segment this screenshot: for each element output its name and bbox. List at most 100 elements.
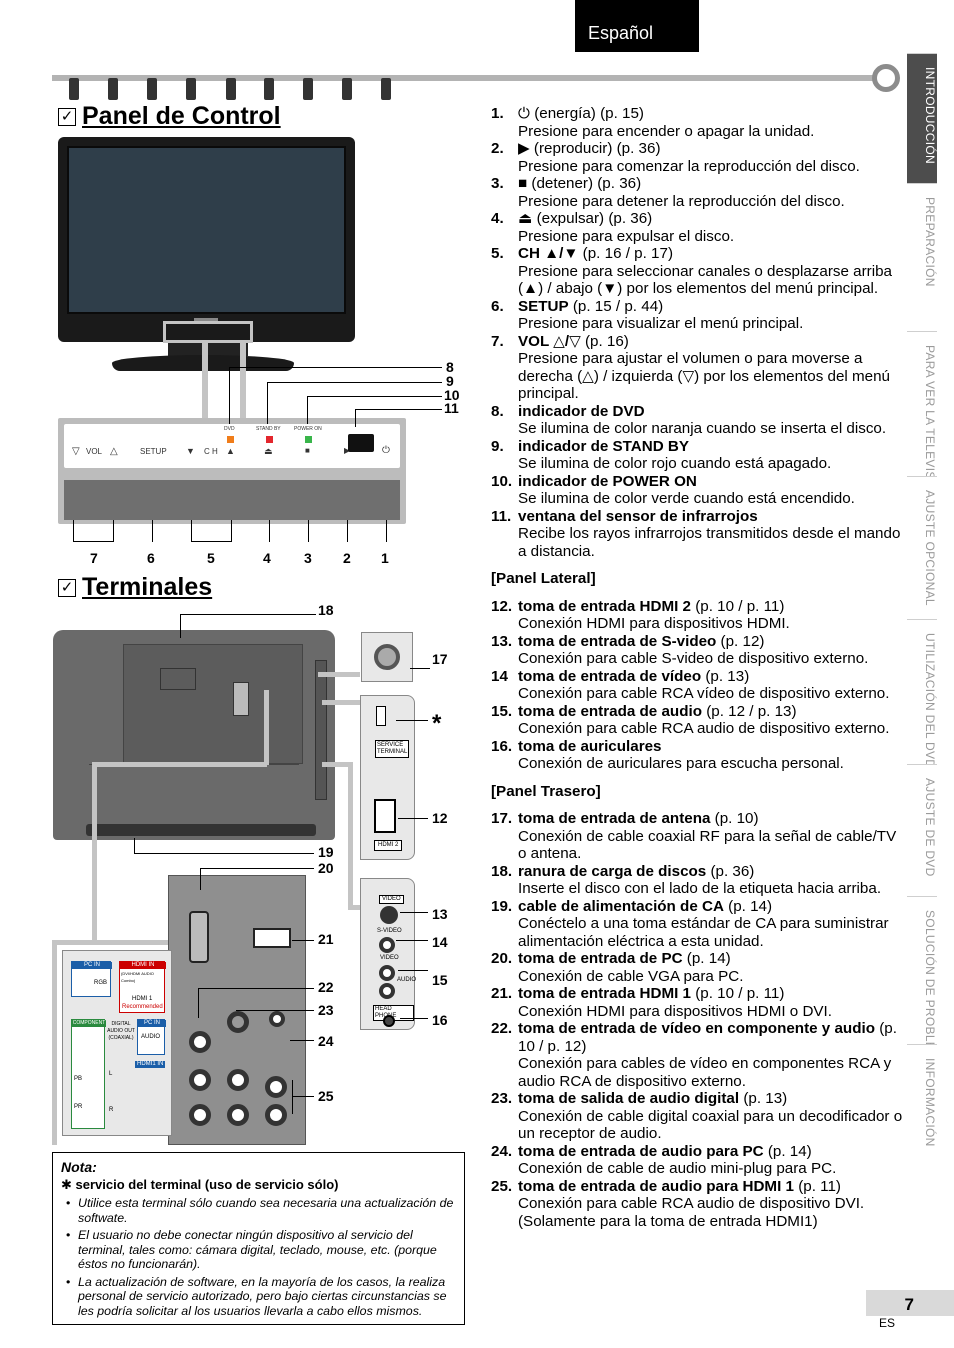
leader-line bbox=[347, 520, 348, 542]
audio-small-label: AUDIO bbox=[141, 1034, 161, 1040]
item-description: Conéctelo a una toma estándar de CA para… bbox=[518, 915, 889, 950]
leader-line bbox=[269, 520, 270, 542]
item-heading-text: SETUP bbox=[518, 297, 569, 315]
description-item: 7.VOL △/▽ (p. 16)Presione para ajustar e… bbox=[491, 333, 906, 403]
leader-line bbox=[231, 520, 232, 542]
callout-15: 15 bbox=[432, 972, 448, 988]
side-tab[interactable]: UTILIZACIÓN DEL DVD bbox=[907, 619, 937, 764]
leader-line bbox=[198, 988, 199, 1018]
leader-line bbox=[236, 1010, 314, 1011]
pb-label: PB bbox=[74, 1076, 83, 1082]
callout-20: 20 bbox=[318, 860, 334, 876]
item-heading: indicador de STAND BY bbox=[518, 438, 906, 456]
callout-14: 14 bbox=[432, 934, 448, 950]
item-page-ref: (p. 10 / p. 11) bbox=[691, 597, 785, 615]
item-heading: toma de entrada de audio (p. 12 / p. 13) bbox=[518, 703, 906, 721]
item-heading: toma de entrada HDMI 1 (p. 10 / p. 11) bbox=[518, 985, 906, 1003]
callout-service: * bbox=[432, 710, 442, 737]
note-list: Utilice esta terminal sólo cuando sea ne… bbox=[61, 1196, 456, 1318]
item-page-ref: (p. 15 / p. 44) bbox=[568, 297, 664, 315]
callout-13: 13 bbox=[432, 906, 448, 922]
leader-line bbox=[398, 818, 428, 819]
antenna-jack bbox=[374, 644, 400, 670]
item-number: 7. bbox=[491, 332, 504, 350]
side-tab[interactable]: INTRODUCCIÓN bbox=[907, 53, 937, 183]
callout-18: 18 bbox=[318, 602, 334, 618]
item-description: Conexión para cables de vídeo en compone… bbox=[518, 1055, 892, 1090]
rear-label-card: PC IN RGB HDMI IN (DVI/HDMI AUDIO Combo)… bbox=[62, 950, 172, 1136]
hdmi1-audio-l-jack bbox=[265, 1076, 287, 1098]
item-heading: toma de entrada de S-video (p. 12) bbox=[518, 633, 906, 651]
callout-1: 1 bbox=[381, 550, 389, 566]
description-item: 22. toma de entrada de vídeo en component… bbox=[491, 1020, 906, 1090]
item-page-ref: (p. 12) bbox=[716, 632, 765, 650]
digital-audio-out-jack bbox=[227, 1011, 249, 1033]
pc-in-label: PC IN bbox=[72, 962, 112, 969]
item-heading: ranura de carga de discos (p. 36) bbox=[518, 863, 906, 881]
item-description: Presione para detener la reproducción de… bbox=[518, 192, 845, 210]
description-item: 20.toma de entrada de PC (p. 14)Conexión… bbox=[491, 950, 906, 985]
item-description: Conexión de cable de audio mini-plug par… bbox=[518, 1160, 837, 1177]
item-page-ref: (p. 11) bbox=[793, 1177, 841, 1195]
item-description: Presione para encender o apagar la unida… bbox=[518, 122, 815, 140]
item-number: 6. bbox=[491, 297, 504, 315]
language-tab[interactable]: Español bbox=[575, 0, 699, 52]
item-heading: toma de entrada de vídeo en componente y… bbox=[518, 1020, 906, 1055]
side-tab[interactable]: PREPARACIÓN bbox=[907, 183, 937, 331]
tv-side-jacks bbox=[315, 660, 327, 800]
leader-line bbox=[322, 762, 352, 767]
component-label: COMPONENT bbox=[72, 1020, 106, 1027]
side-tab[interactable]: SOLUCIÓN DE PROBLEMAS bbox=[907, 896, 937, 1044]
leader-line bbox=[396, 940, 428, 941]
callout-10: 10 bbox=[444, 387, 460, 403]
hdmi-in-label: HDMI IN bbox=[120, 962, 166, 969]
leader-line bbox=[318, 672, 360, 677]
side-tab[interactable]: PARA VER LA TELEVISIÓN bbox=[907, 331, 937, 476]
hdmi1-in-label: HDMI1 IN bbox=[135, 1061, 166, 1068]
item-page-ref: (p. 10 / p. 12) bbox=[518, 1020, 897, 1055]
item-number: 4. bbox=[491, 210, 504, 227]
power-icon: ⏻ bbox=[382, 445, 390, 456]
item-number: 25. bbox=[491, 1177, 513, 1195]
callout-3: 3 bbox=[304, 550, 312, 566]
leader-line bbox=[290, 1040, 314, 1041]
item-heading-text: CH ▲/▼ bbox=[518, 245, 579, 262]
item-heading-text: toma de salida de audio digital bbox=[518, 1090, 740, 1107]
leader-line bbox=[229, 367, 442, 368]
item-number: 24. bbox=[491, 1142, 513, 1160]
leader-line bbox=[308, 520, 309, 542]
item-heading-text: toma de auriculares bbox=[518, 737, 662, 755]
side-tab[interactable]: AJUSTE DE DVD bbox=[907, 764, 937, 896]
ch-down-button bbox=[186, 78, 196, 100]
stand-by-label: STAND BY bbox=[256, 426, 281, 432]
item-page-ref: (p. 14) bbox=[723, 897, 773, 915]
power-button bbox=[381, 78, 391, 100]
item-heading-text: ventana del sensor de infrarrojos bbox=[518, 507, 758, 525]
leader-line bbox=[400, 1018, 428, 1019]
item-description: Conexión HDMI para dispositivos HDMI o D… bbox=[518, 1002, 832, 1020]
item-number: 22. bbox=[491, 1020, 513, 1037]
side-tab[interactable]: AJUSTE OPCIONAL bbox=[907, 476, 937, 619]
item-description: Conexión de cable digital coaxial para u… bbox=[518, 1107, 903, 1143]
checkbox-icon: ✓ bbox=[58, 579, 76, 597]
description-item: 18.ranura de carga de discos (p. 36)Inse… bbox=[491, 863, 906, 898]
item-number: 14 bbox=[491, 667, 508, 685]
item-number: 23. bbox=[491, 1090, 513, 1107]
stop-icon: ■ bbox=[305, 446, 310, 455]
item-page-ref: (energía) (p. 15) bbox=[530, 105, 644, 122]
leader-line bbox=[92, 762, 97, 942]
item-heading-text: toma de entrada de audio para HDMI 1 bbox=[518, 1177, 794, 1195]
leader-line bbox=[180, 614, 181, 638]
leader-line bbox=[200, 868, 314, 869]
side-tab[interactable]: INFORMACIÓN bbox=[907, 1044, 937, 1178]
callout-6: 6 bbox=[147, 550, 155, 566]
item-heading-text: ⏻ bbox=[518, 105, 531, 122]
item-number: 18. bbox=[491, 862, 513, 880]
pc-audio-jack bbox=[269, 1011, 285, 1027]
item-heading-text: VOL △/▽ bbox=[518, 332, 581, 350]
item-heading-text: toma de entrada de PC bbox=[518, 950, 683, 967]
callout-23: 23 bbox=[318, 1002, 334, 1018]
